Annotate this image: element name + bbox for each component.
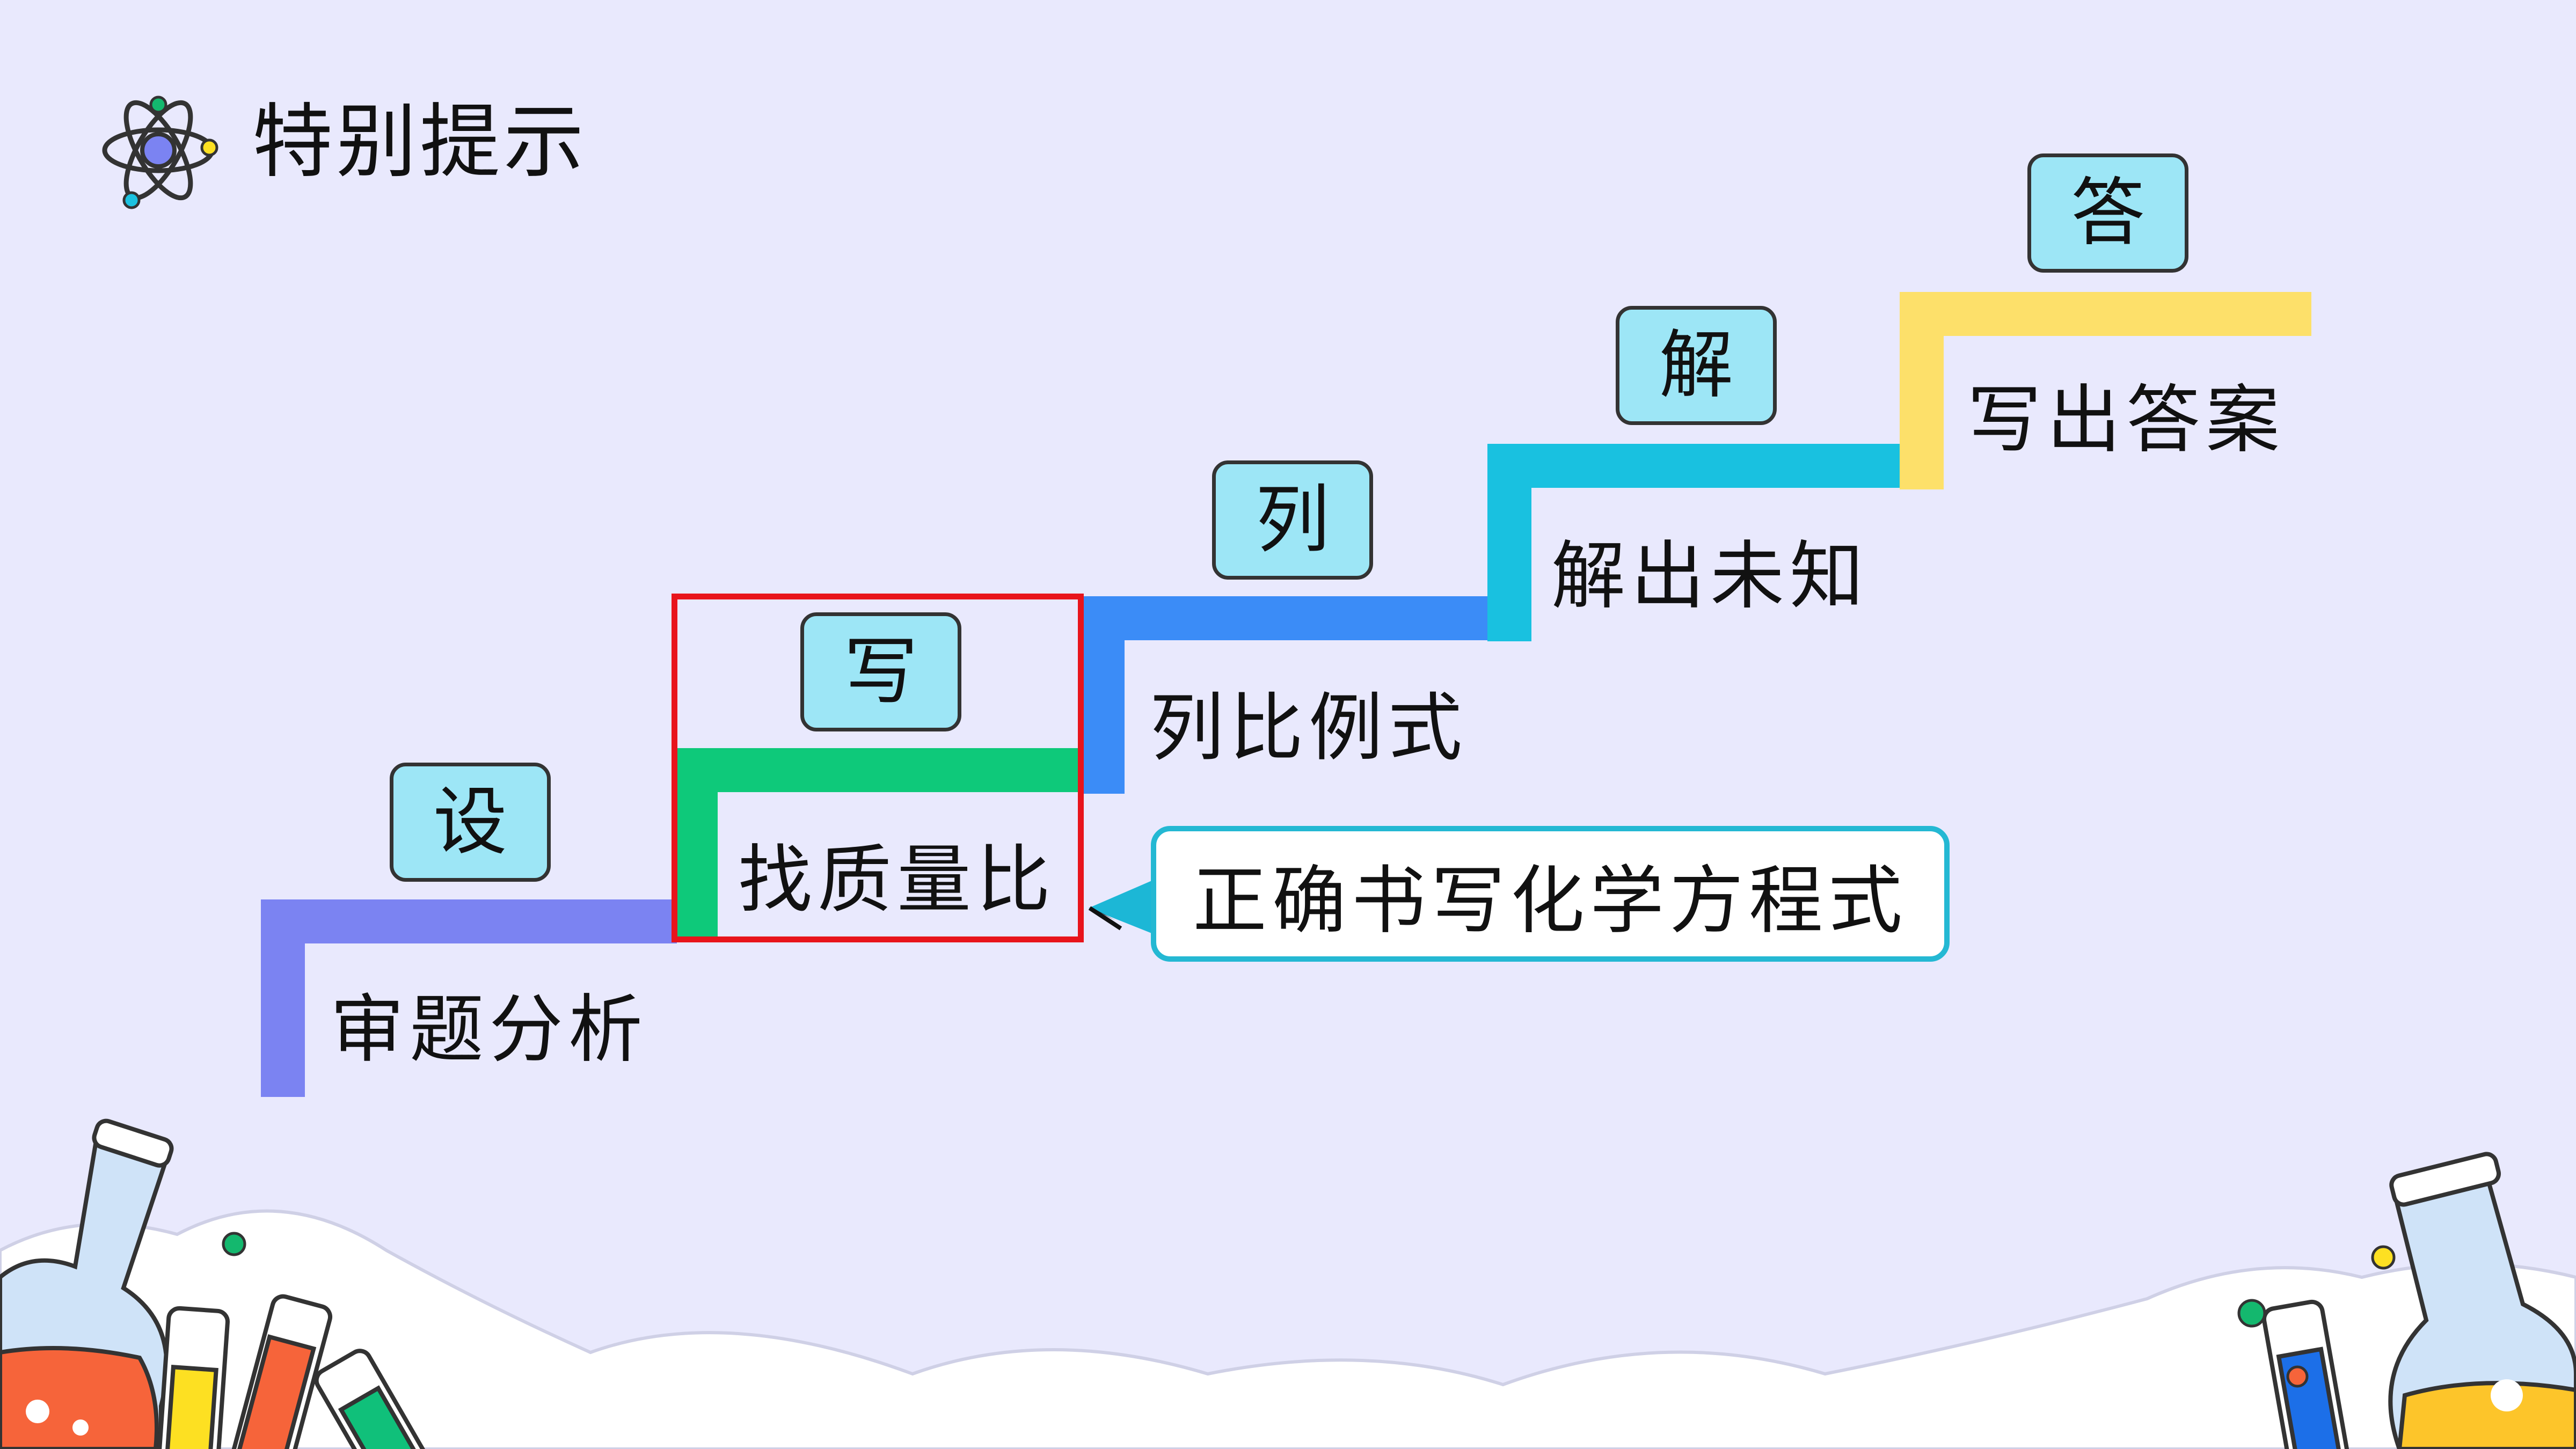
step-label-5: 答 <box>2027 153 2188 273</box>
step-description-4: 解出未知 <box>1551 533 1870 619</box>
atom-icon <box>102 96 218 209</box>
step-description-1: 审题分析 <box>330 986 648 1073</box>
step-bar-3-horizontal <box>1081 596 1493 640</box>
test-tubes-left <box>157 1294 432 1449</box>
step-description-5: 写出答案 <box>1967 377 2286 463</box>
bubble-green-right <box>2237 1299 2266 1328</box>
flask-left <box>0 1118 174 1449</box>
flask-right <box>2261 1152 2576 1449</box>
step-description-2: 找质量比 <box>738 837 1056 923</box>
step-bar-2-vertical <box>674 748 718 940</box>
step-label-1: 设 <box>390 763 551 882</box>
highlight-box <box>672 594 1084 942</box>
step-label-4: 解 <box>1616 306 1777 425</box>
bubble-green-left <box>222 1232 246 1256</box>
bubble-yellow-right <box>2371 1245 2396 1270</box>
bubble-red-right <box>2286 1365 2309 1388</box>
step-bar-4-vertical <box>1487 444 1531 641</box>
step-description-3: 列比例式 <box>1150 685 1468 771</box>
step-bar-1-horizontal <box>261 899 677 943</box>
step-label-2: 写 <box>800 612 961 731</box>
step-label-3: 列 <box>1212 460 1373 580</box>
page-title: 特别提示 <box>252 96 588 189</box>
step-bar-3-vertical <box>1081 596 1125 794</box>
callout-pointer <box>1088 880 1153 934</box>
step-bar-1-vertical <box>261 899 305 1097</box>
step-bar-4-horizontal <box>1487 444 1900 488</box>
step-bar-5-vertical <box>1900 292 1944 489</box>
callout-box: 正确书写化学方程式 <box>1151 826 1950 962</box>
step-bar-5-horizontal <box>1900 292 2311 336</box>
step-bar-2-horizontal <box>674 748 1081 792</box>
cloud-band <box>0 1209 2576 1449</box>
